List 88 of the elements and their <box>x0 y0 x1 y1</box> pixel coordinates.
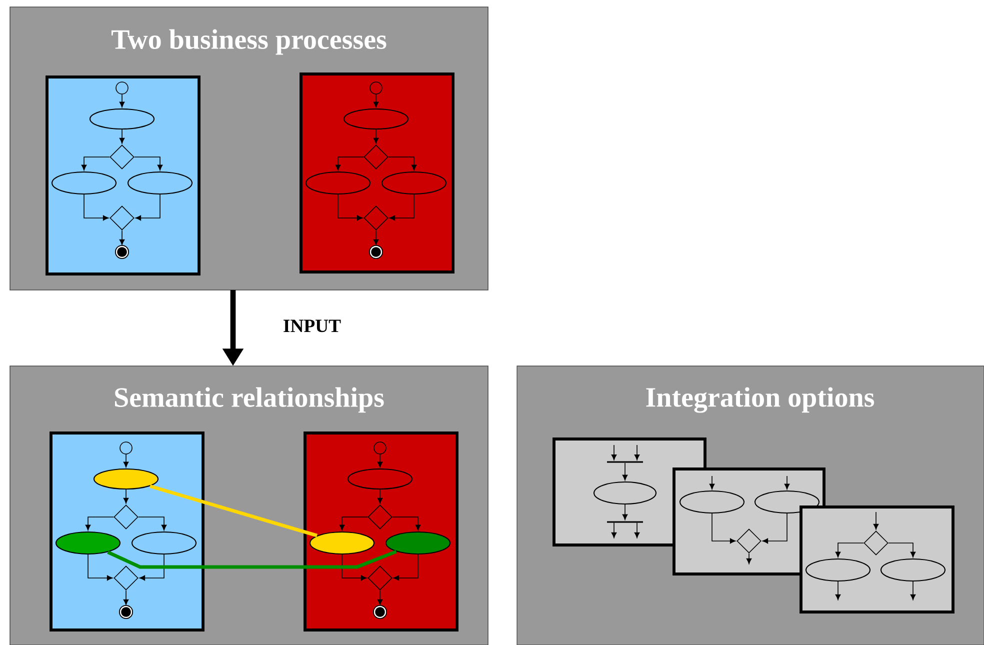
activity-ellipse <box>309 531 375 555</box>
arrow <box>622 504 628 520</box>
activity-ellipse <box>305 171 371 195</box>
arrow <box>712 513 736 544</box>
process-box <box>46 76 200 276</box>
panel-title: Semantic relationships <box>115 387 384 413</box>
activity-ellipse <box>385 531 451 555</box>
arrow <box>342 554 367 581</box>
arrow <box>85 516 114 530</box>
arrow <box>123 590 129 606</box>
activity-ellipse <box>51 171 117 195</box>
decision-diamond <box>110 206 134 230</box>
panel-title: Integration options <box>646 387 874 413</box>
arrow <box>123 489 129 504</box>
activity-ellipse <box>880 558 946 582</box>
end-circle <box>114 244 130 260</box>
decision-diamond <box>368 566 392 590</box>
arrow <box>119 94 125 108</box>
activity-ellipse <box>679 490 745 514</box>
arrow <box>393 554 418 581</box>
arrow <box>338 194 363 221</box>
decision-diamond <box>364 206 388 230</box>
activity-ellipse <box>127 171 193 195</box>
arrow <box>762 513 788 544</box>
arrow <box>389 194 414 221</box>
activity-ellipse <box>343 108 409 130</box>
decision-diamond <box>736 528 762 554</box>
start-circle <box>116 82 128 94</box>
arrow <box>888 542 916 558</box>
arrow <box>377 454 383 468</box>
activity-ellipse <box>805 558 871 582</box>
decision-diamond <box>864 530 888 556</box>
arrow <box>910 581 916 600</box>
decision-diamond <box>110 144 134 170</box>
arrow <box>611 522 617 538</box>
activity-ellipse <box>93 468 159 490</box>
arrow <box>388 156 417 170</box>
process-box <box>300 72 454 274</box>
end-circle <box>372 604 388 620</box>
arrow <box>88 554 113 581</box>
arrow <box>134 156 163 170</box>
end-circle <box>118 604 134 620</box>
arrow <box>84 194 109 221</box>
arrow <box>377 489 383 504</box>
activity-ellipse <box>754 490 820 514</box>
arrow <box>784 476 790 490</box>
edge-label: INPUT <box>280 317 344 335</box>
activity-ellipse <box>347 468 413 490</box>
activity-ellipse <box>55 531 121 555</box>
arrow <box>611 444 617 460</box>
arrow <box>746 553 752 564</box>
arrow <box>835 542 864 558</box>
activity-ellipse <box>381 171 447 195</box>
arrow <box>634 444 640 460</box>
activity-ellipse <box>593 481 657 505</box>
connector-line <box>107 550 397 569</box>
arrow <box>138 516 167 530</box>
arrow <box>392 516 421 530</box>
end-circle <box>368 244 384 260</box>
arrow <box>335 156 364 170</box>
arrow <box>81 156 110 170</box>
decision-diamond <box>114 504 138 530</box>
arrow <box>373 129 379 144</box>
panel-title: Two business processes <box>112 29 386 55</box>
arrow <box>123 454 129 468</box>
arrow <box>339 516 368 530</box>
activity-ellipse <box>89 108 155 130</box>
decision-diamond <box>368 504 392 530</box>
option-card <box>800 506 954 614</box>
arrow <box>119 129 125 144</box>
connector-line <box>150 484 318 538</box>
arrow <box>873 512 879 530</box>
arrow <box>709 476 715 490</box>
decision-diamond <box>114 566 138 590</box>
activity-ellipse <box>131 531 197 555</box>
arrow <box>135 194 160 221</box>
decision-diamond <box>364 144 388 170</box>
arrow <box>835 581 841 600</box>
start-circle <box>374 442 386 454</box>
arrow <box>139 554 164 581</box>
start-circle <box>370 82 382 94</box>
arrow <box>373 94 379 108</box>
arrow <box>622 462 628 480</box>
arrow <box>119 230 125 246</box>
arrow <box>377 590 383 606</box>
arrow <box>634 522 640 538</box>
start-circle <box>120 442 132 454</box>
arrow <box>373 230 379 246</box>
